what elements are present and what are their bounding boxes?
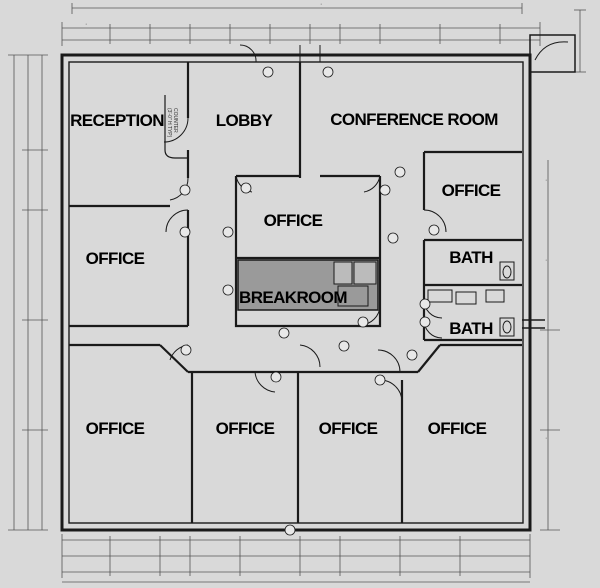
room-label-office-center: OFFICE: [264, 211, 323, 230]
left-dimensions: [8, 54, 48, 531]
bath-fixtures: [427, 261, 515, 337]
room-label-bath-lower: BATH: [449, 319, 493, 338]
room-label-breakroom: BREAKROOM: [239, 288, 347, 307]
room-label-office-west: OFFICE: [86, 249, 145, 268]
interior-walls: [69, 62, 522, 523]
entry-canopy: [529, 34, 576, 73]
room-label-conference-room: CONFERENCE ROOM: [330, 110, 498, 129]
exterior-walls: [60, 53, 532, 532]
door-tags: [179, 66, 440, 536]
east-exit: [522, 319, 545, 329]
room-label-office-ne: OFFICE: [442, 181, 501, 200]
room-label-office-s1: OFFICE: [86, 419, 145, 438]
room-label-office-s4: OFFICE: [428, 419, 487, 438]
svg-text:·: ·: [320, 1, 322, 8]
right-dimensions: [540, 9, 586, 531]
svg-text:·: ·: [545, 177, 547, 184]
svg-text:·: ·: [545, 435, 547, 442]
room-label-office-s3: OFFICE: [319, 419, 378, 438]
room-label-lobby: LOBBY: [216, 111, 274, 130]
room-label-office-s2: OFFICE: [216, 419, 275, 438]
bottom-dimensions: [61, 534, 531, 583]
breakroom-fixtures: [333, 261, 377, 307]
reception-counter: [164, 95, 188, 159]
counter-note-line1: COUNTER: [172, 108, 178, 133]
svg-text:·: ·: [85, 21, 87, 28]
top-dimensions: [61, 3, 541, 46]
counter-note: COUNTER (3'-0" H TYP): [166, 108, 178, 138]
counter-note-line2: (3'-0" H TYP): [166, 108, 172, 138]
svg-text:·: ·: [545, 257, 547, 264]
room-label-bath-upper: BATH: [449, 248, 493, 267]
dimension-marks: · · · · ·: [85, 1, 547, 442]
room-label-reception: RECEPTION: [70, 111, 164, 130]
